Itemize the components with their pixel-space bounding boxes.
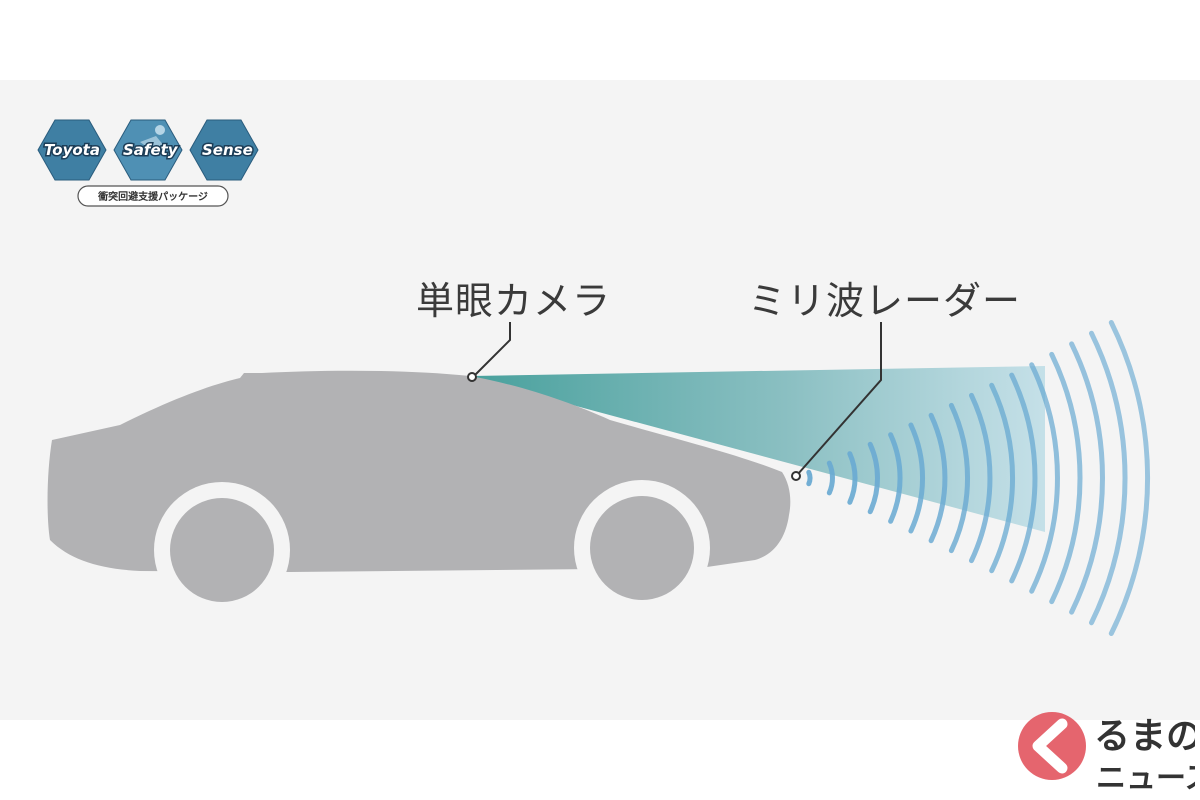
radar-wave-arc <box>826 460 835 496</box>
rear-wheel <box>170 498 274 602</box>
logo-word-safety: Safety <box>123 141 179 159</box>
radar-wave-arc <box>888 432 903 524</box>
watermark-line1: るまの <box>1094 716 1195 757</box>
logo-subtitle: 衝突回避支援パッケージ <box>97 190 208 203</box>
radar-wave-arc <box>806 469 813 487</box>
camera-point <box>467 372 477 382</box>
radar-wave-arc <box>989 382 1016 574</box>
radar-wave-arc <box>928 412 948 544</box>
radar-point <box>791 471 801 481</box>
radar-wave-arc <box>908 422 926 534</box>
watermark-line2: ニュース <box>1096 761 1195 793</box>
radar-wave-arc <box>1069 341 1105 615</box>
radar-wave-arc <box>948 402 971 554</box>
radar-waves <box>806 320 1150 636</box>
radar-wave-arc <box>1009 372 1038 584</box>
logo-badge <box>77 185 229 207</box>
radar-wave-arc <box>867 441 880 515</box>
radar-wave-arc <box>1089 330 1128 626</box>
radar-wave-arc <box>1108 320 1150 636</box>
toyota-safety-sense-logo: Toyota Safety Sense 衝突回避支援パッケージ <box>37 119 259 207</box>
hexagon-group <box>37 119 259 181</box>
logo-word-sense: Sense <box>202 141 253 159</box>
front-wheel <box>590 496 694 600</box>
radar-wave-arc <box>1049 351 1083 605</box>
kuruma-news-watermark: るまの ニュース <box>1018 712 1195 793</box>
kuruma-news-icon <box>1018 712 1086 780</box>
radar-wave-arc <box>969 392 993 564</box>
radar-wave-arc <box>847 451 858 505</box>
radar-wave-arc <box>1029 362 1060 594</box>
car-silhouette <box>47 370 791 618</box>
camera-leader-line <box>473 322 511 377</box>
radar-leader-line <box>797 322 882 475</box>
logo-word-toyota: Toyota <box>44 141 100 159</box>
radar-label: ミリ波レーダー <box>748 279 1022 323</box>
camera-label: 単眼カメラ <box>416 279 612 323</box>
